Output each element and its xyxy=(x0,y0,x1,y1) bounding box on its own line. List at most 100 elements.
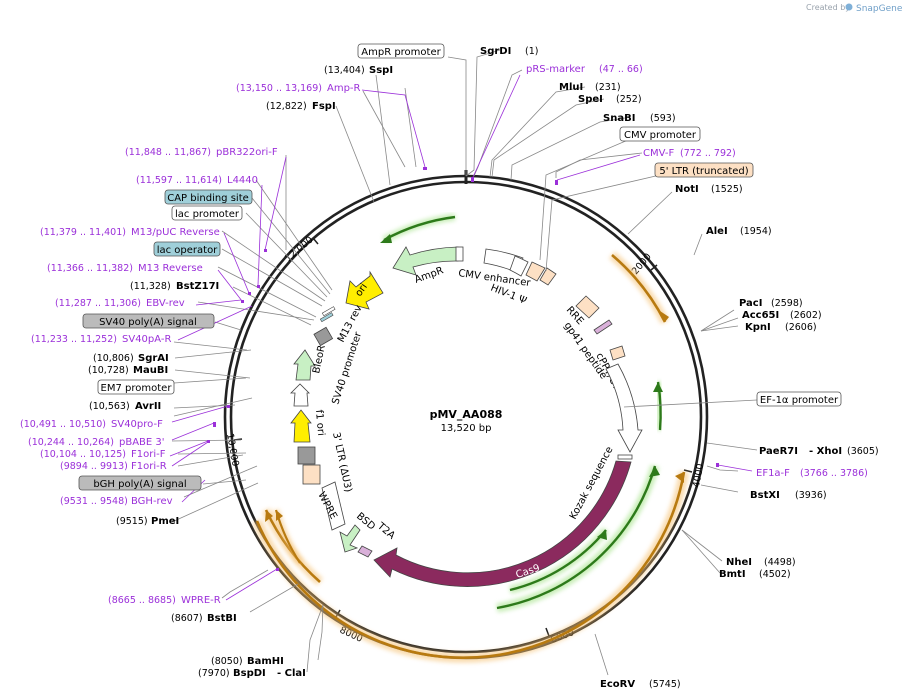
primer-m13-puc-reverse: M13/pUC Reverse xyxy=(131,227,220,238)
site-bstxi: BstXI xyxy=(750,490,780,501)
arrowhead-icon xyxy=(597,530,607,540)
svg-text:(252): (252) xyxy=(616,94,642,105)
rre-feature xyxy=(575,295,600,319)
f1-ori-label: f1 ori xyxy=(313,409,326,436)
site-paer7i: PaeR7I xyxy=(759,446,798,457)
svg-text:(11,233 .. 11,252): (11,233 .. 11,252) xyxy=(31,334,117,345)
site-sspi: SspI xyxy=(369,65,393,76)
svg-text:(3605): (3605) xyxy=(847,446,879,457)
svg-text:(13,404): (13,404) xyxy=(324,65,365,76)
site-maubi: MauBI xyxy=(133,365,168,376)
plasmid-size: 13,520 bp xyxy=(441,423,492,434)
svg-text:(772 .. 792): (772 .. 792) xyxy=(680,148,736,159)
ltr3-feature xyxy=(302,464,321,485)
primer-f1ori-r: F1ori-R xyxy=(131,461,167,472)
svg-text:CAP binding site: CAP binding site xyxy=(167,193,249,204)
bleor-label: BleoR xyxy=(311,344,328,375)
site-bamhi: BamHI xyxy=(247,656,284,667)
hiv-psi-feature xyxy=(539,267,557,286)
box-lac-promoter: lac promoter xyxy=(171,205,243,221)
svg-text:(9515): (9515) xyxy=(116,516,148,527)
site-clai: - ClaI xyxy=(277,668,306,679)
arrowhead-icon xyxy=(653,382,663,392)
sv40-promoter-label: SV40 promoter xyxy=(330,330,364,406)
site-noti: NotI xyxy=(675,184,699,195)
site-kpni: KpnI xyxy=(745,322,771,333)
arrowhead-icon xyxy=(276,510,283,521)
box-cap-binding-site: CAP binding site xyxy=(164,189,253,205)
lac-promoter-feature xyxy=(321,306,336,317)
svg-text:5' LTR (truncated): 5' LTR (truncated) xyxy=(659,166,748,177)
svg-text:(8607): (8607) xyxy=(171,613,203,624)
svg-text:(10,806): (10,806) xyxy=(93,353,134,364)
site-sgrai: SgrAI xyxy=(138,353,169,364)
svg-text:(2602): (2602) xyxy=(790,310,822,321)
svg-text:(3936): (3936) xyxy=(795,490,827,501)
orf-arc-green-lower xyxy=(496,465,657,610)
box-ef1a-promoter: EF-1α promoter xyxy=(756,391,842,407)
svg-text:(12,822): (12,822) xyxy=(266,101,307,112)
gp41-feature xyxy=(593,319,613,335)
orf-arc-upper-right xyxy=(611,254,667,323)
arrowhead-icon xyxy=(675,472,684,483)
site-paci: PacI xyxy=(739,298,762,309)
ampr-promoter-feature xyxy=(455,246,464,262)
primer-sv40pro-f: SV40pro-F xyxy=(111,419,163,430)
svg-text:lac promoter: lac promoter xyxy=(175,209,240,220)
site-nhei: NheI xyxy=(726,557,752,568)
site-snabi: SnaBI xyxy=(603,113,635,124)
svg-text:(11,848 .. 11,867): (11,848 .. 11,867) xyxy=(125,147,211,158)
svg-text:(2606): (2606) xyxy=(785,322,817,333)
svg-text:(10,563): (10,563) xyxy=(89,401,130,412)
cas9-feature xyxy=(373,460,632,587)
svg-text:(231): (231) xyxy=(595,82,621,93)
svg-text:(593): (593) xyxy=(650,113,676,124)
svg-text:(5745): (5745) xyxy=(649,679,681,690)
svg-text:(10,491 .. 10,510): (10,491 .. 10,510) xyxy=(20,419,106,430)
svg-text:(11,379 .. 11,401): (11,379 .. 11,401) xyxy=(40,227,126,238)
t2a-label: T2A xyxy=(374,520,397,542)
site-alei: AleI xyxy=(706,226,728,237)
sv40-promoter-feature xyxy=(290,383,310,407)
svg-text:(3766 .. 3786): (3766 .. 3786) xyxy=(800,468,868,479)
orf-glow xyxy=(382,213,456,244)
ltr5-feature xyxy=(525,261,546,282)
primer-leaders xyxy=(169,74,753,601)
site-bstz17i: BstZ17I xyxy=(176,281,219,292)
cmv-promoter-feature xyxy=(509,255,529,277)
primer-m13-reverse: M13 Reverse xyxy=(138,263,203,274)
sv40-polya-feature xyxy=(313,326,334,347)
box-em7-promoter: EM7 promoter xyxy=(97,379,175,395)
site-fspi: FspI xyxy=(312,101,336,112)
box-5ltr: 5' LTR (truncated) xyxy=(654,162,754,178)
ampr-label: AmpR xyxy=(413,265,445,286)
cppt-feature xyxy=(609,345,626,361)
svg-text:(9894 .. 9913): (9894 .. 9913) xyxy=(60,461,128,472)
primer-ebv-rev: EBV-rev xyxy=(146,298,185,309)
svg-text:4000: 4000 xyxy=(691,463,706,489)
svg-text:(10,728): (10,728) xyxy=(88,365,129,376)
primer-f1ori-f: F1ori-F xyxy=(131,449,166,460)
svg-text:(7970): (7970) xyxy=(198,668,230,679)
primer-cmv-f: CMV-F xyxy=(643,148,674,159)
box-bgh-polya: bGH poly(A) signal xyxy=(78,475,202,491)
primer-amp-r: Amp-R xyxy=(327,83,361,94)
plasmid-name: pMV_AA088 xyxy=(430,408,503,421)
f1-ori-feature xyxy=(290,409,312,443)
primer-l4440: L4440 xyxy=(227,175,258,186)
box-ampr-promoter: AmpR promoter xyxy=(357,43,445,59)
svg-text:(11,366 .. 11,382): (11,366 .. 11,382) xyxy=(47,263,133,274)
site-ecorv: EcoRV xyxy=(600,679,635,690)
primer-wpre-r: WPRE-R xyxy=(181,595,221,606)
svg-text:(8665 .. 8685): (8665 .. 8685) xyxy=(108,595,176,606)
svg-text:(2598): (2598) xyxy=(771,298,803,309)
tick-4000: 4000 xyxy=(683,463,706,489)
watermark-brand: SnapGene xyxy=(856,4,903,14)
primer-marks xyxy=(207,167,719,571)
site-bstbi: BstBI xyxy=(207,613,237,624)
bleor-feature xyxy=(293,349,316,381)
primer-sv40pa-r: SV40pA-R xyxy=(122,334,171,345)
ori-feature xyxy=(345,270,384,310)
svg-text:SV40 poly(A) signal: SV40 poly(A) signal xyxy=(99,317,197,328)
